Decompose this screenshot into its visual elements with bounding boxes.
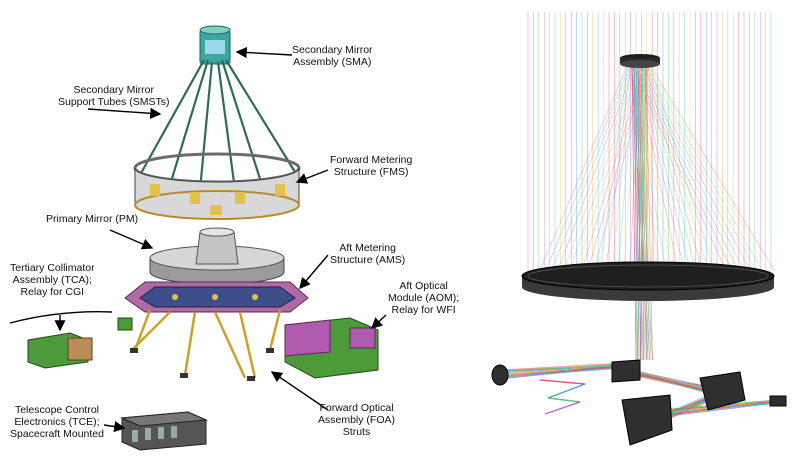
ray [632, 63, 733, 271]
ray [599, 63, 629, 271]
ray [642, 63, 757, 271]
secondary-mirror-support-tubes [139, 59, 296, 191]
ray [649, 63, 715, 271]
ray [637, 65, 647, 361]
forward-metering-structure [133, 152, 301, 220]
leader-arrows [9, 46, 387, 433]
aft-optical-module [284, 317, 379, 379]
ray [611, 63, 634, 271]
label-tca: Tertiary Collimator Assembly (TCA); Rela… [10, 262, 95, 298]
ray [605, 63, 631, 271]
label-foa: Forward Optical Assembly (FOA) Struts [318, 402, 396, 438]
ray [642, 63, 697, 271]
ray [633, 65, 638, 361]
ray [645, 65, 647, 361]
ray [631, 65, 637, 361]
secondary-mirror-disk [620, 54, 660, 68]
ray [639, 63, 751, 271]
label-smst: Secondary Mirror Support Tubes (SMSTs) [58, 84, 170, 108]
ray [649, 63, 655, 271]
label-sma: Secondary Mirror Assembly (SMA) [292, 44, 373, 68]
ray [643, 65, 652, 361]
label-tce: Telescope Control Electronics (TCE); Spa… [10, 404, 104, 440]
ray [557, 63, 636, 271]
ray [547, 397, 581, 403]
ray [645, 65, 653, 361]
relay-optics [491, 359, 787, 446]
ray [639, 65, 649, 361]
ray [646, 63, 769, 271]
ray [641, 65, 644, 361]
ray [659, 400, 777, 416]
ray-trace [491, 12, 787, 446]
ray [575, 63, 643, 271]
ray [649, 63, 775, 271]
aft-metering-structure [124, 281, 309, 313]
ray [547, 383, 586, 399]
ray [539, 379, 586, 385]
ray [539, 63, 629, 271]
ray [646, 63, 709, 271]
foa-struts [131, 309, 282, 379]
ray [644, 63, 763, 271]
label-ams: Aft Metering Structure (AMS) [330, 242, 406, 266]
ray [544, 401, 581, 415]
primary-mirror [149, 227, 285, 285]
ray [545, 63, 631, 271]
ray [639, 63, 691, 271]
ray [637, 65, 641, 361]
ray [563, 63, 638, 271]
label-fms: Forward Metering Structure (FMS) [330, 154, 413, 178]
ray [637, 63, 745, 271]
ray [639, 65, 643, 361]
tertiary-collimator-assembly [27, 317, 133, 369]
ray [551, 63, 634, 271]
ray [641, 65, 650, 361]
telescope-control-electronics [120, 411, 208, 451]
ray [634, 63, 739, 271]
label-pm: Primary Mirror (PM) [46, 213, 139, 225]
ray [587, 63, 648, 271]
ray [659, 402, 777, 418]
ray [569, 63, 641, 271]
ray [644, 63, 703, 271]
label-aom: Aft Optical Module (AOM); Relay for WFI [388, 280, 460, 316]
secondary-mirror-assembly [199, 25, 231, 65]
primary-mirror-disk [521, 261, 775, 301]
ray [635, 65, 640, 361]
